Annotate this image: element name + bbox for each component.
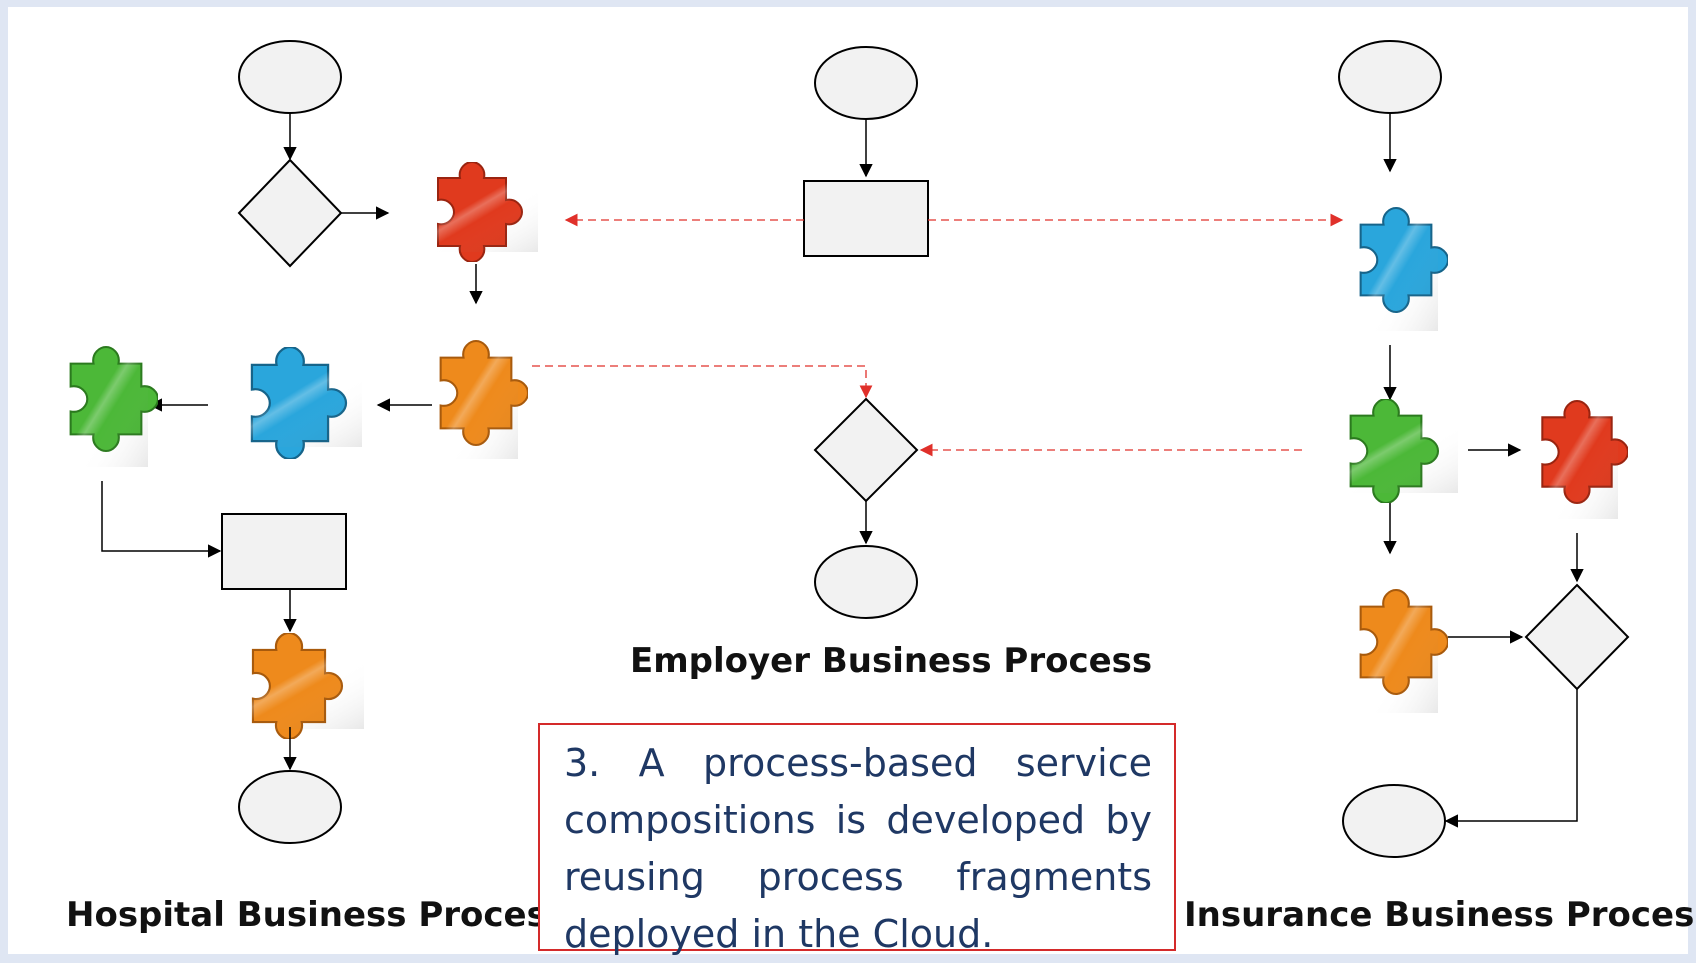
hospital-start-event	[238, 40, 342, 114]
hospital-flow-6	[101, 481, 222, 558]
caption-text: 3. A process-based service compositions …	[564, 741, 1152, 956]
insurance-flow-7	[1444, 689, 1578, 828]
employer-process-label: Employer Business Process	[630, 641, 1153, 681]
employer-task	[803, 180, 929, 257]
insurance-start-event	[1338, 40, 1442, 114]
hospital-process-label: Hospital Business Process	[66, 895, 568, 935]
insurance-gateway	[1524, 583, 1630, 691]
insurance-end-event	[1342, 784, 1446, 858]
insurance-process-label: Insurance Business Process	[1184, 895, 1696, 935]
diagram-canvas: Employer Business Process Hospital Busin…	[8, 7, 1696, 956]
hospital-gateway	[237, 158, 343, 268]
link-hospital-to-employer-gateway	[532, 365, 873, 399]
employer-end-event	[814, 545, 918, 619]
diagram-svg	[64, 40, 1630, 858]
caption-box: 3. A process-based service compositions …	[538, 723, 1176, 956]
hospital-task	[221, 513, 347, 590]
hospital-end-event	[238, 770, 342, 844]
employer-gateway	[813, 397, 919, 503]
employer-start-event	[814, 46, 918, 120]
